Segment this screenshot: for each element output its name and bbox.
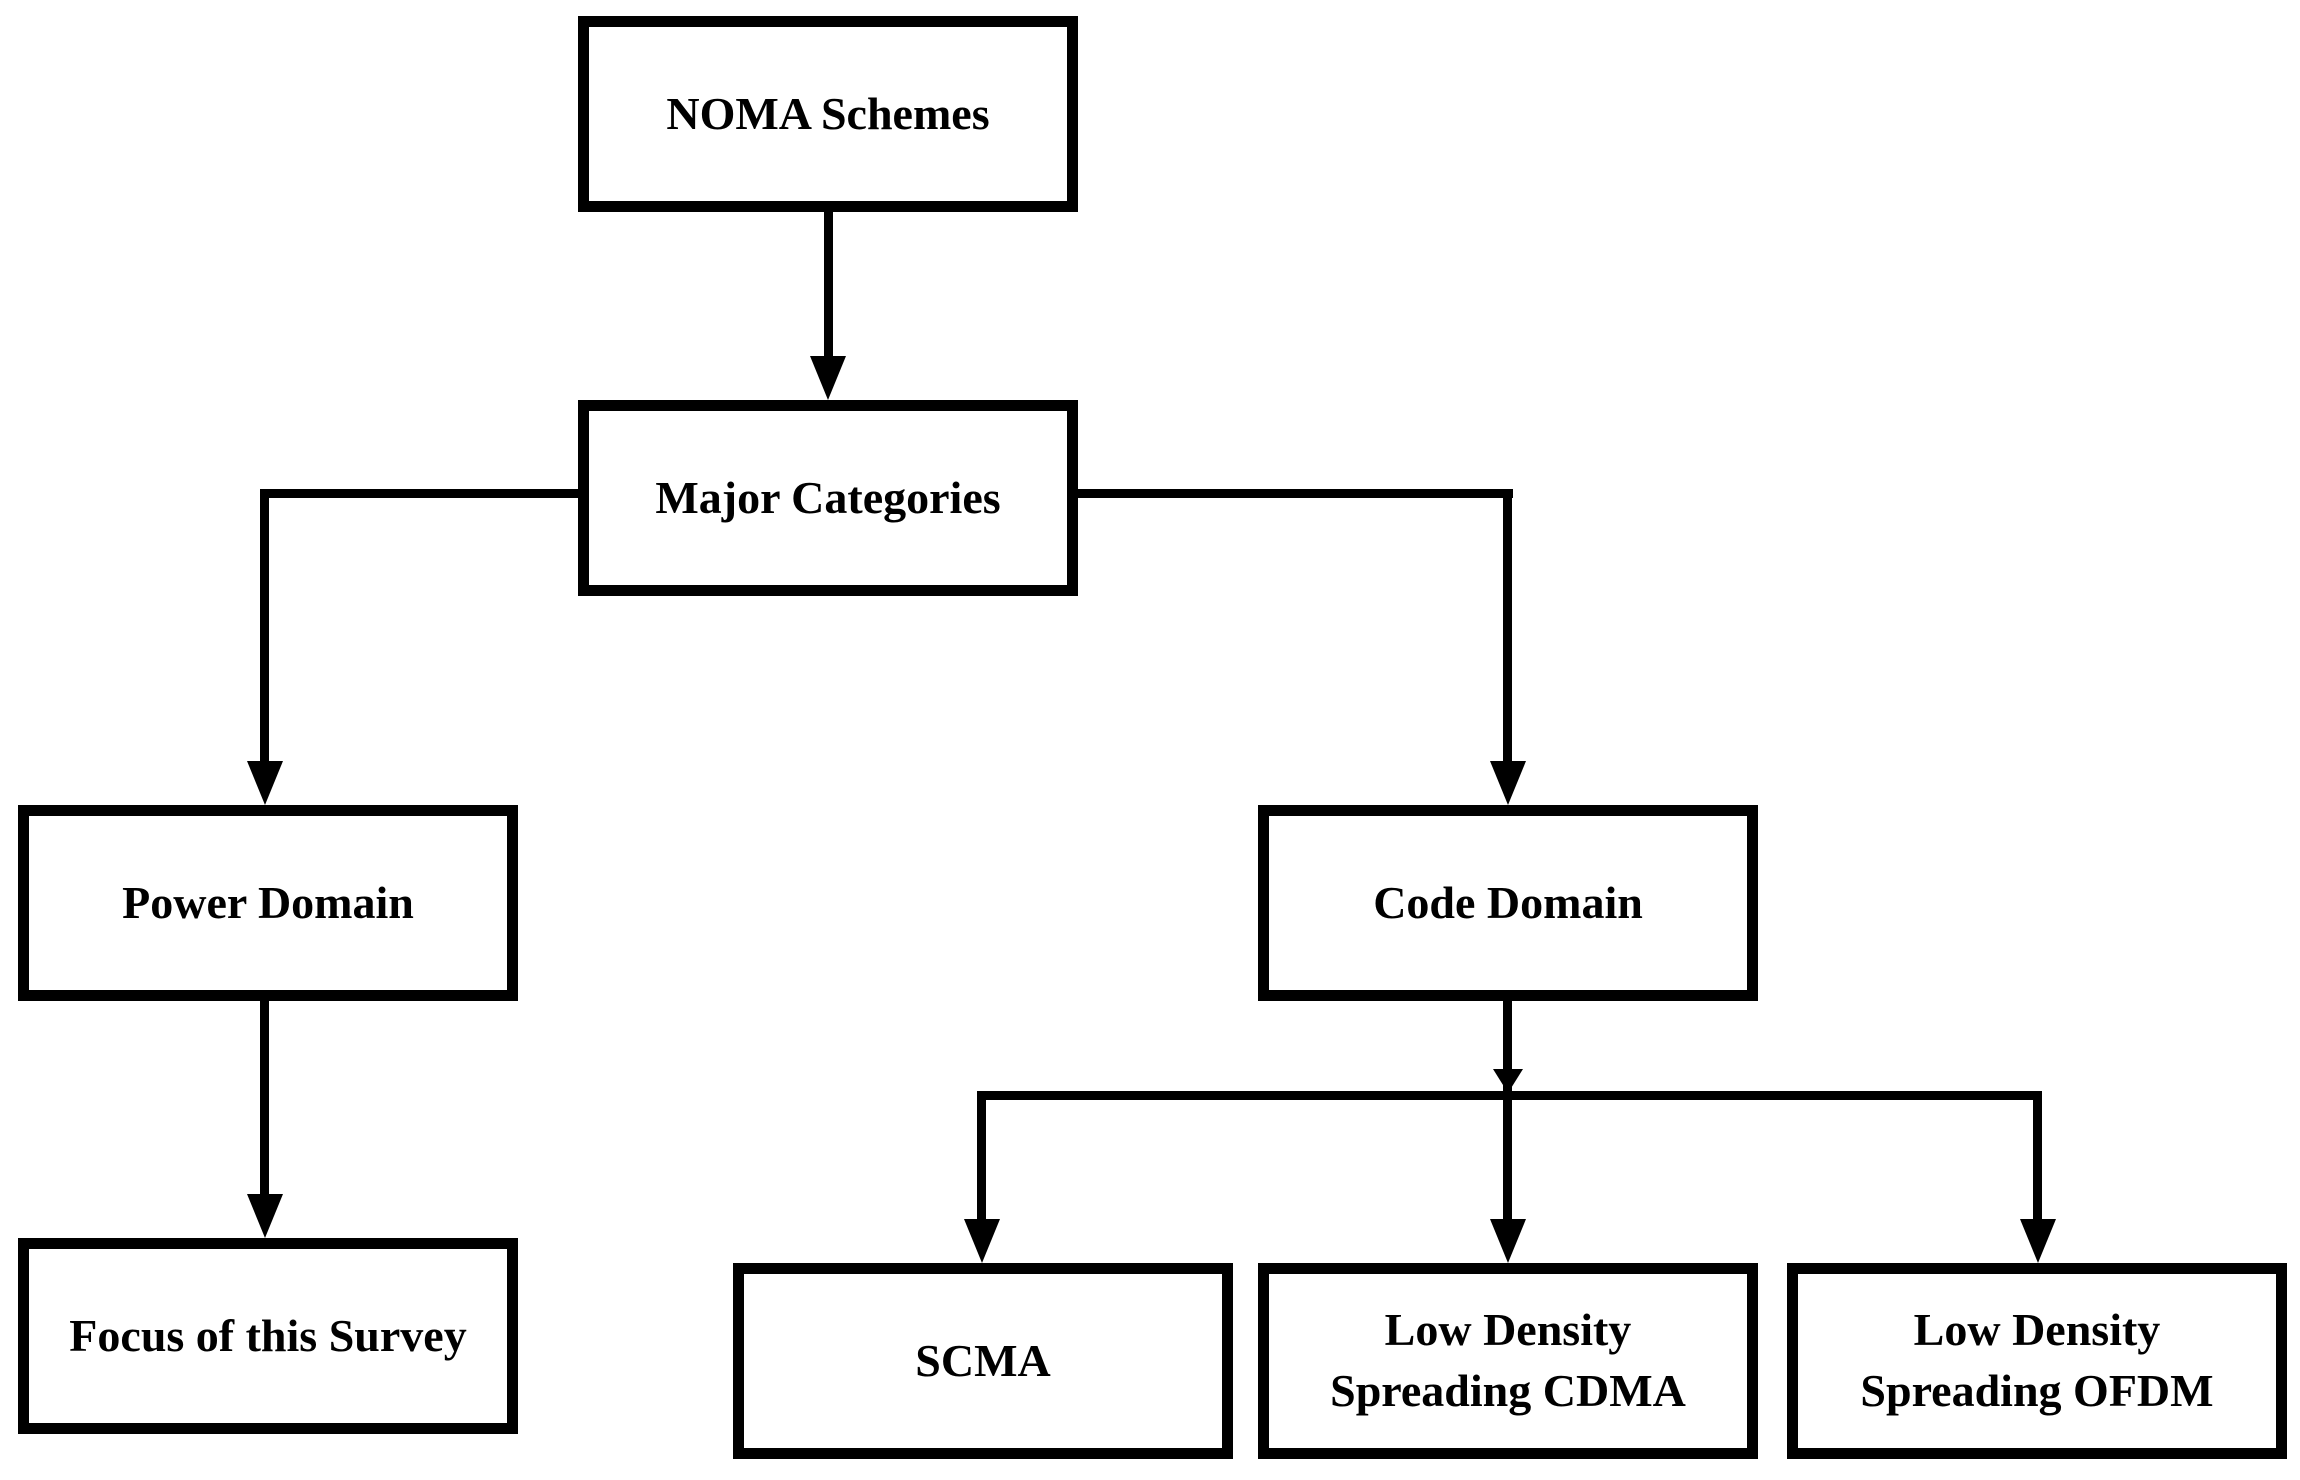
node-focus-of-this-survey: Focus of this Survey [18,1238,518,1434]
node-code-domain: Code Domain [1258,805,1758,1001]
edge-major-to-code-horizontal [1078,489,1513,498]
arrowhead-down-icon [964,1219,1000,1263]
edge-major-to-power-horizontal [260,489,578,498]
edge-code-children-distributor-horizontal [977,1091,2042,1100]
edge-code-to-lds-cdma-vertical [1503,1100,1512,1221]
arrowhead-down-icon [2020,1219,2056,1263]
node-scma: SCMA [733,1263,1233,1459]
arrowhead-down-icon [810,356,846,400]
edge-major-to-power-vertical [260,489,269,763]
node-power-domain: Power Domain [18,805,518,1001]
node-low-density-spreading-cdma: Low Density Spreading CDMA [1258,1263,1758,1459]
arrowhead-down-icon [1490,761,1526,805]
edge-code-to-junction-vertical [1503,1001,1512,1095]
edge-power-to-focus-vertical [260,1001,269,1194]
arrowhead-down-icon [247,761,283,805]
arrowhead-down-icon [247,1194,283,1238]
edge-major-to-code-vertical [1503,489,1512,763]
edge-code-to-scma-vertical [977,1091,986,1221]
node-low-density-spreading-ofdm: Low Density Spreading OFDM [1787,1263,2287,1459]
arrowhead-down-icon [1493,1069,1523,1093]
edge-code-to-lds-ofdm-vertical [2033,1091,2042,1221]
node-noma-schemes: NOMA Schemes [578,16,1078,212]
edge-noma-to-major-vertical [824,212,833,358]
arrowhead-down-icon [1490,1219,1526,1263]
node-major-categories: Major Categories [578,400,1078,596]
